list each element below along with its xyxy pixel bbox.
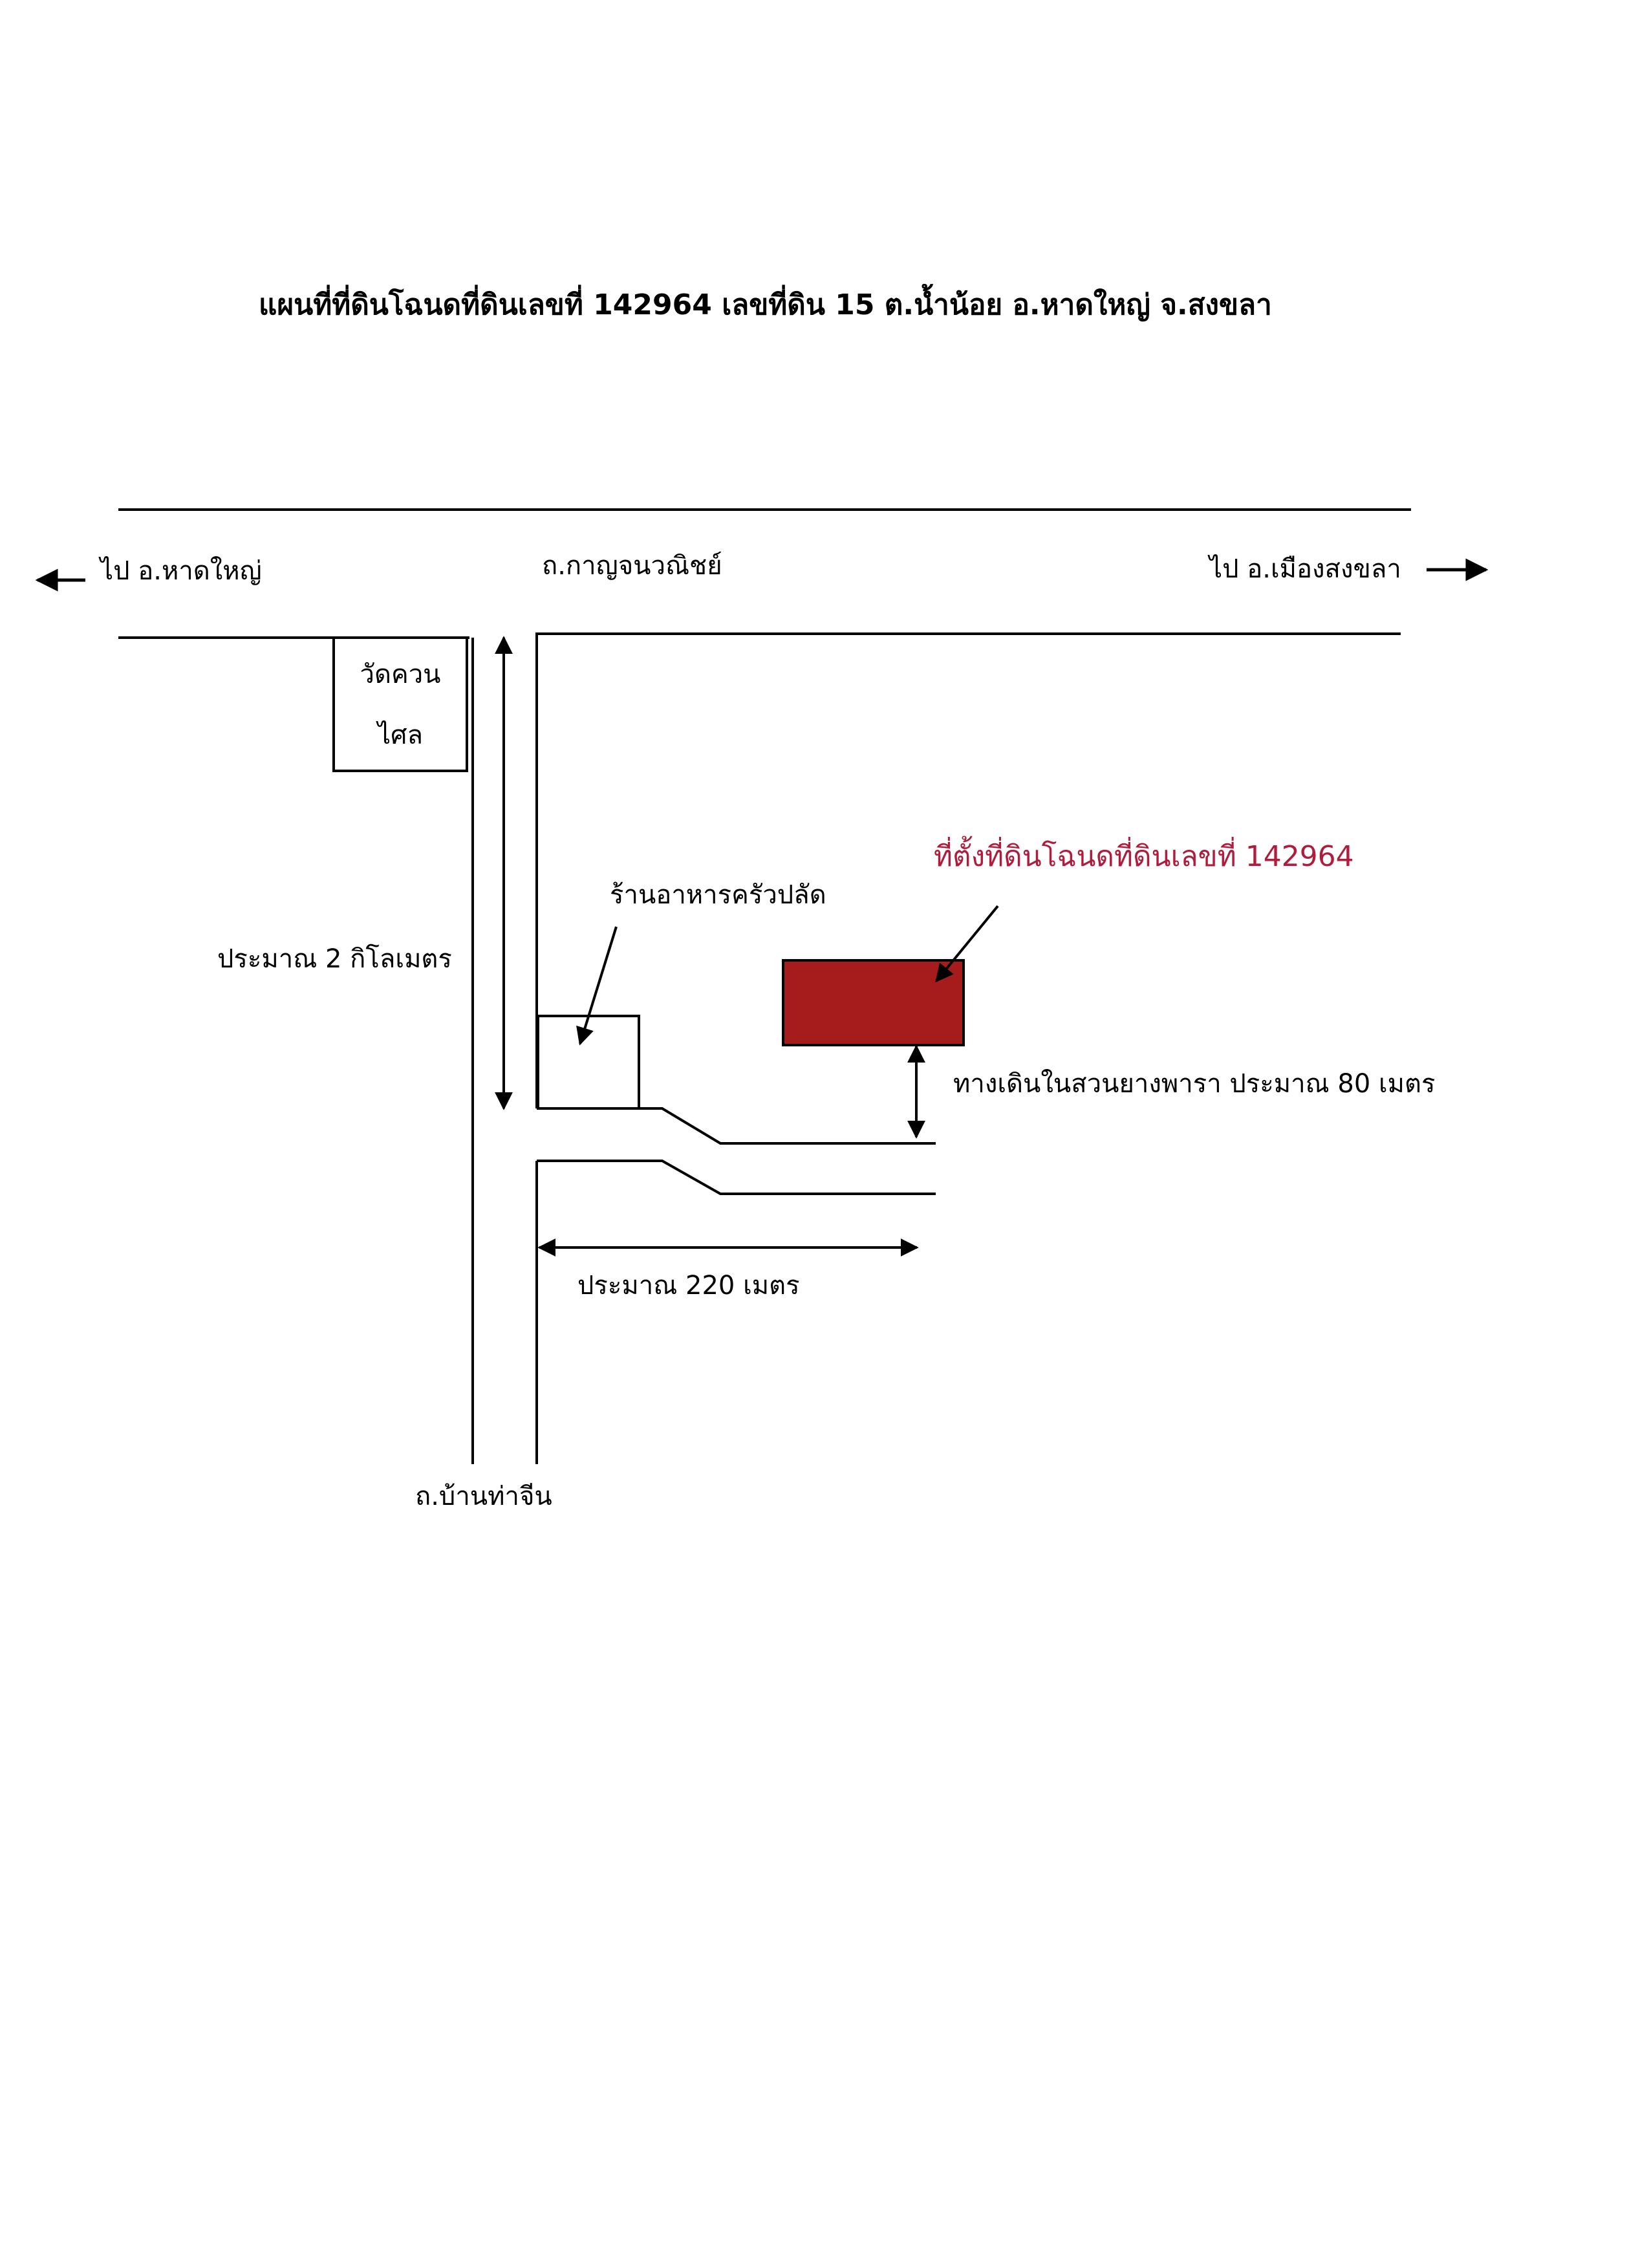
- temple-name-line2: ไศล: [377, 720, 424, 750]
- temple-landmark: วัดควน ไศล: [332, 636, 468, 772]
- lane-lower-edge: [537, 1160, 936, 1195]
- main-road-name: ถ.กาญจนวณิชย์: [542, 551, 722, 581]
- site-label: ที่ตั้งที่ดินโฉนดที่ดินเลขที่ 142964: [934, 840, 1354, 873]
- restaurant-label: ร้านอาหารครัวปลัด: [610, 880, 826, 910]
- land-parcel: [782, 959, 965, 1046]
- distance-label-side-road: ประมาณ 2 กิโลเมตร: [217, 944, 452, 974]
- direction-label-hatyai: ไป อ.หาดใหญ่: [100, 556, 262, 586]
- distance-label-lane: ประมาณ 220 เมตร: [577, 1271, 800, 1301]
- restaurant-building: [537, 1015, 640, 1110]
- distance-label-footpath: ทางเดินในสวนยางพารา ประมาณ 80 เมตร: [953, 1069, 1436, 1099]
- lane-upper-edge: [537, 1107, 936, 1145]
- pointer-arrow-site: [935, 905, 999, 983]
- side-road-name: ถ.บ้านท่าจีน: [415, 1482, 552, 1511]
- page-title: แผนที่ที่ดินโฉนดที่ดินเลขที่ 142964 เลขท…: [259, 288, 1272, 321]
- temple-name-line1: วัดควน: [360, 660, 441, 689]
- pointer-arrow-restaurant: [576, 926, 618, 1046]
- direction-label-songkhla: ไป อ.เมืองสงขลา: [1209, 554, 1401, 584]
